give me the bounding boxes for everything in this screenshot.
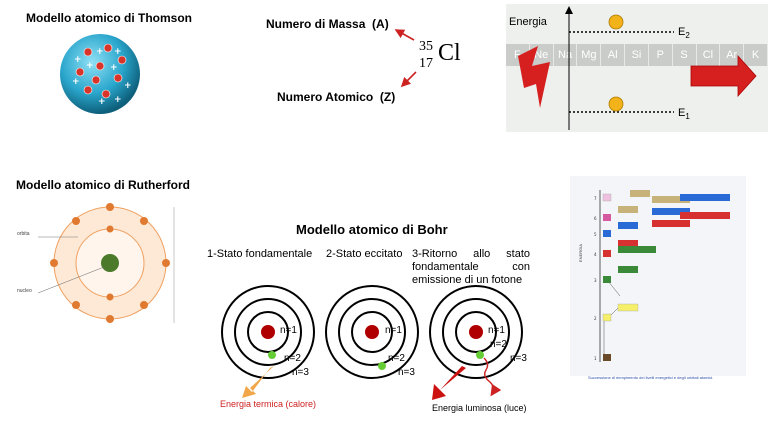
level-e1-sub: 1 <box>685 112 689 121</box>
bohr-stage-2: 2-Stato eccitato <box>326 248 402 260</box>
svg-text:1: 1 <box>594 356 597 361</box>
bohr-a2-n1: n=1 <box>385 325 402 336</box>
svg-text:6: 6 <box>594 216 597 221</box>
level-e2-label: E2 <box>678 26 690 40</box>
thermal-energy-label: Energia termica (calore) <box>220 399 316 409</box>
svg-text:+: + <box>72 77 80 87</box>
svg-text:+: + <box>110 63 118 73</box>
bohr-a2-n3: n=3 <box>398 367 415 378</box>
bohr-title: Modello atomico di Bohr <box>296 222 448 237</box>
thomson-atom-illustration: +++ +++ +++ <box>58 32 142 116</box>
element-symbol: Cl <box>438 40 461 67</box>
svg-text:+: + <box>114 47 122 57</box>
energy-diagram <box>506 4 768 132</box>
atomic-number-label: Numero Atomico (Z) <box>277 90 395 104</box>
orbit-label: orbita <box>17 231 30 237</box>
svg-text:+: + <box>96 47 104 57</box>
svg-text:5: 5 <box>594 232 597 237</box>
bohr-a1-n3: n=3 <box>292 367 309 378</box>
bohr-atom-1 <box>222 286 314 398</box>
svg-text:+: + <box>98 97 106 107</box>
svg-text:2: 2 <box>594 316 597 321</box>
rutherford-title: Modello atomico di Rutherford <box>16 178 190 192</box>
light-energy-label: Energia luminosa (luce) <box>432 403 527 413</box>
rutherford-atom-illustration <box>16 205 176 325</box>
right-arrow-icon <box>691 56 756 96</box>
bohr-a1-n2: n=2 <box>284 353 301 364</box>
svg-text:+: + <box>114 95 122 105</box>
mass-number: 35 <box>419 39 433 55</box>
orbital-energy-label: ENERGIA <box>578 244 583 262</box>
nucleus-label: nucleo <box>17 288 32 294</box>
bohr-atom-2 <box>326 286 418 378</box>
atomic-number: 17 <box>419 56 433 72</box>
svg-text:7: 7 <box>594 196 597 201</box>
thomson-title: Modello atomico di Thomson <box>26 11 192 25</box>
level-e1-label: E1 <box>678 107 690 121</box>
orbital-filling-diagram: 1 2 3 4 5 6 7 <box>570 176 746 376</box>
svg-text:3: 3 <box>594 278 597 283</box>
bohr-atom-3 <box>430 286 522 400</box>
level-e2-sub: 2 <box>685 31 689 40</box>
svg-text:4: 4 <box>594 252 597 257</box>
svg-text:+: + <box>124 81 132 91</box>
svg-text:+: + <box>86 61 94 71</box>
bohr-a3-n1: n=1 <box>488 325 505 336</box>
bohr-a1-n1: n=1 <box>280 325 297 336</box>
orbital-caption: Successione di riempimento dei livelli e… <box>588 375 738 380</box>
bohr-stage-1: 1-Stato fondamentale <box>207 248 312 260</box>
svg-text:+: + <box>74 55 82 65</box>
mass-number-label: Numero di Massa (A) <box>266 17 389 31</box>
bohr-a3-n3: n=3 <box>510 353 527 364</box>
bohr-a2-n2: n=2 <box>388 353 405 364</box>
lightning-icon <box>518 46 550 108</box>
bohr-a3-n2: n=2 <box>490 339 507 350</box>
